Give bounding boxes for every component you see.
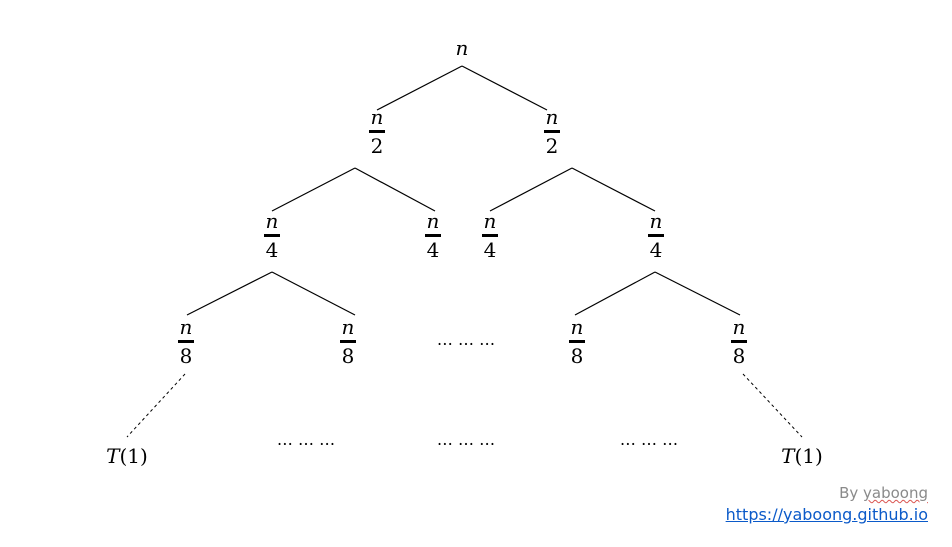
- edge-root-right: [461, 65, 548, 111]
- node-level1-left: n 2: [362, 106, 392, 157]
- fraction-bar: [731, 340, 747, 343]
- node-denominator: 8: [179, 344, 193, 368]
- node-numerator: n: [649, 209, 663, 233]
- credit-prefix: By: [839, 484, 864, 502]
- node-numerator: n: [426, 209, 440, 233]
- author-site-link[interactable]: https://yaboong.github.io: [725, 505, 928, 524]
- leaf-right: T(1): [772, 444, 832, 468]
- level3-ellipsis: … … …: [436, 330, 496, 349]
- leaf-argument: (1): [119, 444, 148, 468]
- edge-l2d-l3d: [654, 271, 741, 316]
- node-denominator: 8: [570, 344, 584, 368]
- fraction-bar: [544, 130, 560, 133]
- leaf-function: T: [781, 444, 795, 468]
- fraction-bar: [178, 340, 194, 343]
- node-level3-b: n 8: [333, 316, 363, 367]
- edge-l2d-l3c: [574, 271, 656, 316]
- fraction-bar: [369, 130, 385, 133]
- node-numerator: n: [341, 315, 355, 339]
- node-root: n: [455, 36, 469, 60]
- node-level2-b: n 4: [418, 210, 448, 261]
- node-denominator: 4: [649, 238, 663, 262]
- fraction-bar: [648, 234, 664, 237]
- node-denominator: 2: [545, 134, 559, 158]
- leaf-function: T: [106, 444, 120, 468]
- node-level2-d: n 4: [641, 210, 671, 261]
- node-level2-a: n 4: [257, 210, 287, 261]
- edge-dashed-left: [126, 373, 186, 438]
- node-numerator: n: [545, 105, 559, 129]
- node-numerator: n: [570, 315, 584, 339]
- leaf-argument: (1): [794, 444, 823, 468]
- edge-l1a-l2b: [354, 167, 436, 212]
- fraction-bar: [425, 234, 441, 237]
- node-numerator: n: [179, 315, 193, 339]
- leaf-left: T(1): [97, 444, 157, 468]
- node-denominator: 8: [732, 344, 746, 368]
- author-name: yaboong: [863, 484, 928, 502]
- leaf-ellipsis-2: … … …: [436, 430, 496, 449]
- fraction-bar: [340, 340, 356, 343]
- node-level3-a: n 8: [171, 316, 201, 367]
- node-level2-c: n 4: [475, 210, 505, 261]
- edge-root-left: [376, 65, 463, 111]
- node-denominator: 8: [341, 344, 355, 368]
- node-numerator: n: [370, 105, 384, 129]
- edge-l1b-l2c: [489, 167, 573, 212]
- edge-l2a-l3b: [271, 271, 356, 316]
- fraction-bar: [264, 234, 280, 237]
- node-numerator: n: [483, 209, 497, 233]
- leaf-ellipsis-3: … … …: [619, 430, 679, 449]
- node-denominator: 4: [483, 238, 497, 262]
- edge-l1b-l2d: [571, 167, 656, 212]
- edge-l2a-l3a: [186, 271, 273, 316]
- edge-l1a-l2a: [271, 167, 356, 212]
- node-denominator: 2: [370, 134, 384, 158]
- author-credit: By yaboong: [839, 484, 928, 502]
- node-numerator: n: [732, 315, 746, 339]
- fraction-bar: [569, 340, 585, 343]
- node-numerator: n: [265, 209, 279, 233]
- leaf-ellipsis-1: … … …: [276, 430, 336, 449]
- node-level3-c: n 8: [562, 316, 592, 367]
- fraction-bar: [482, 234, 498, 237]
- node-denominator: 4: [426, 238, 440, 262]
- node-level3-d: n 8: [724, 316, 754, 367]
- node-level1-right: n 2: [537, 106, 567, 157]
- node-denominator: 4: [265, 238, 279, 262]
- edge-dashed-right: [742, 373, 803, 438]
